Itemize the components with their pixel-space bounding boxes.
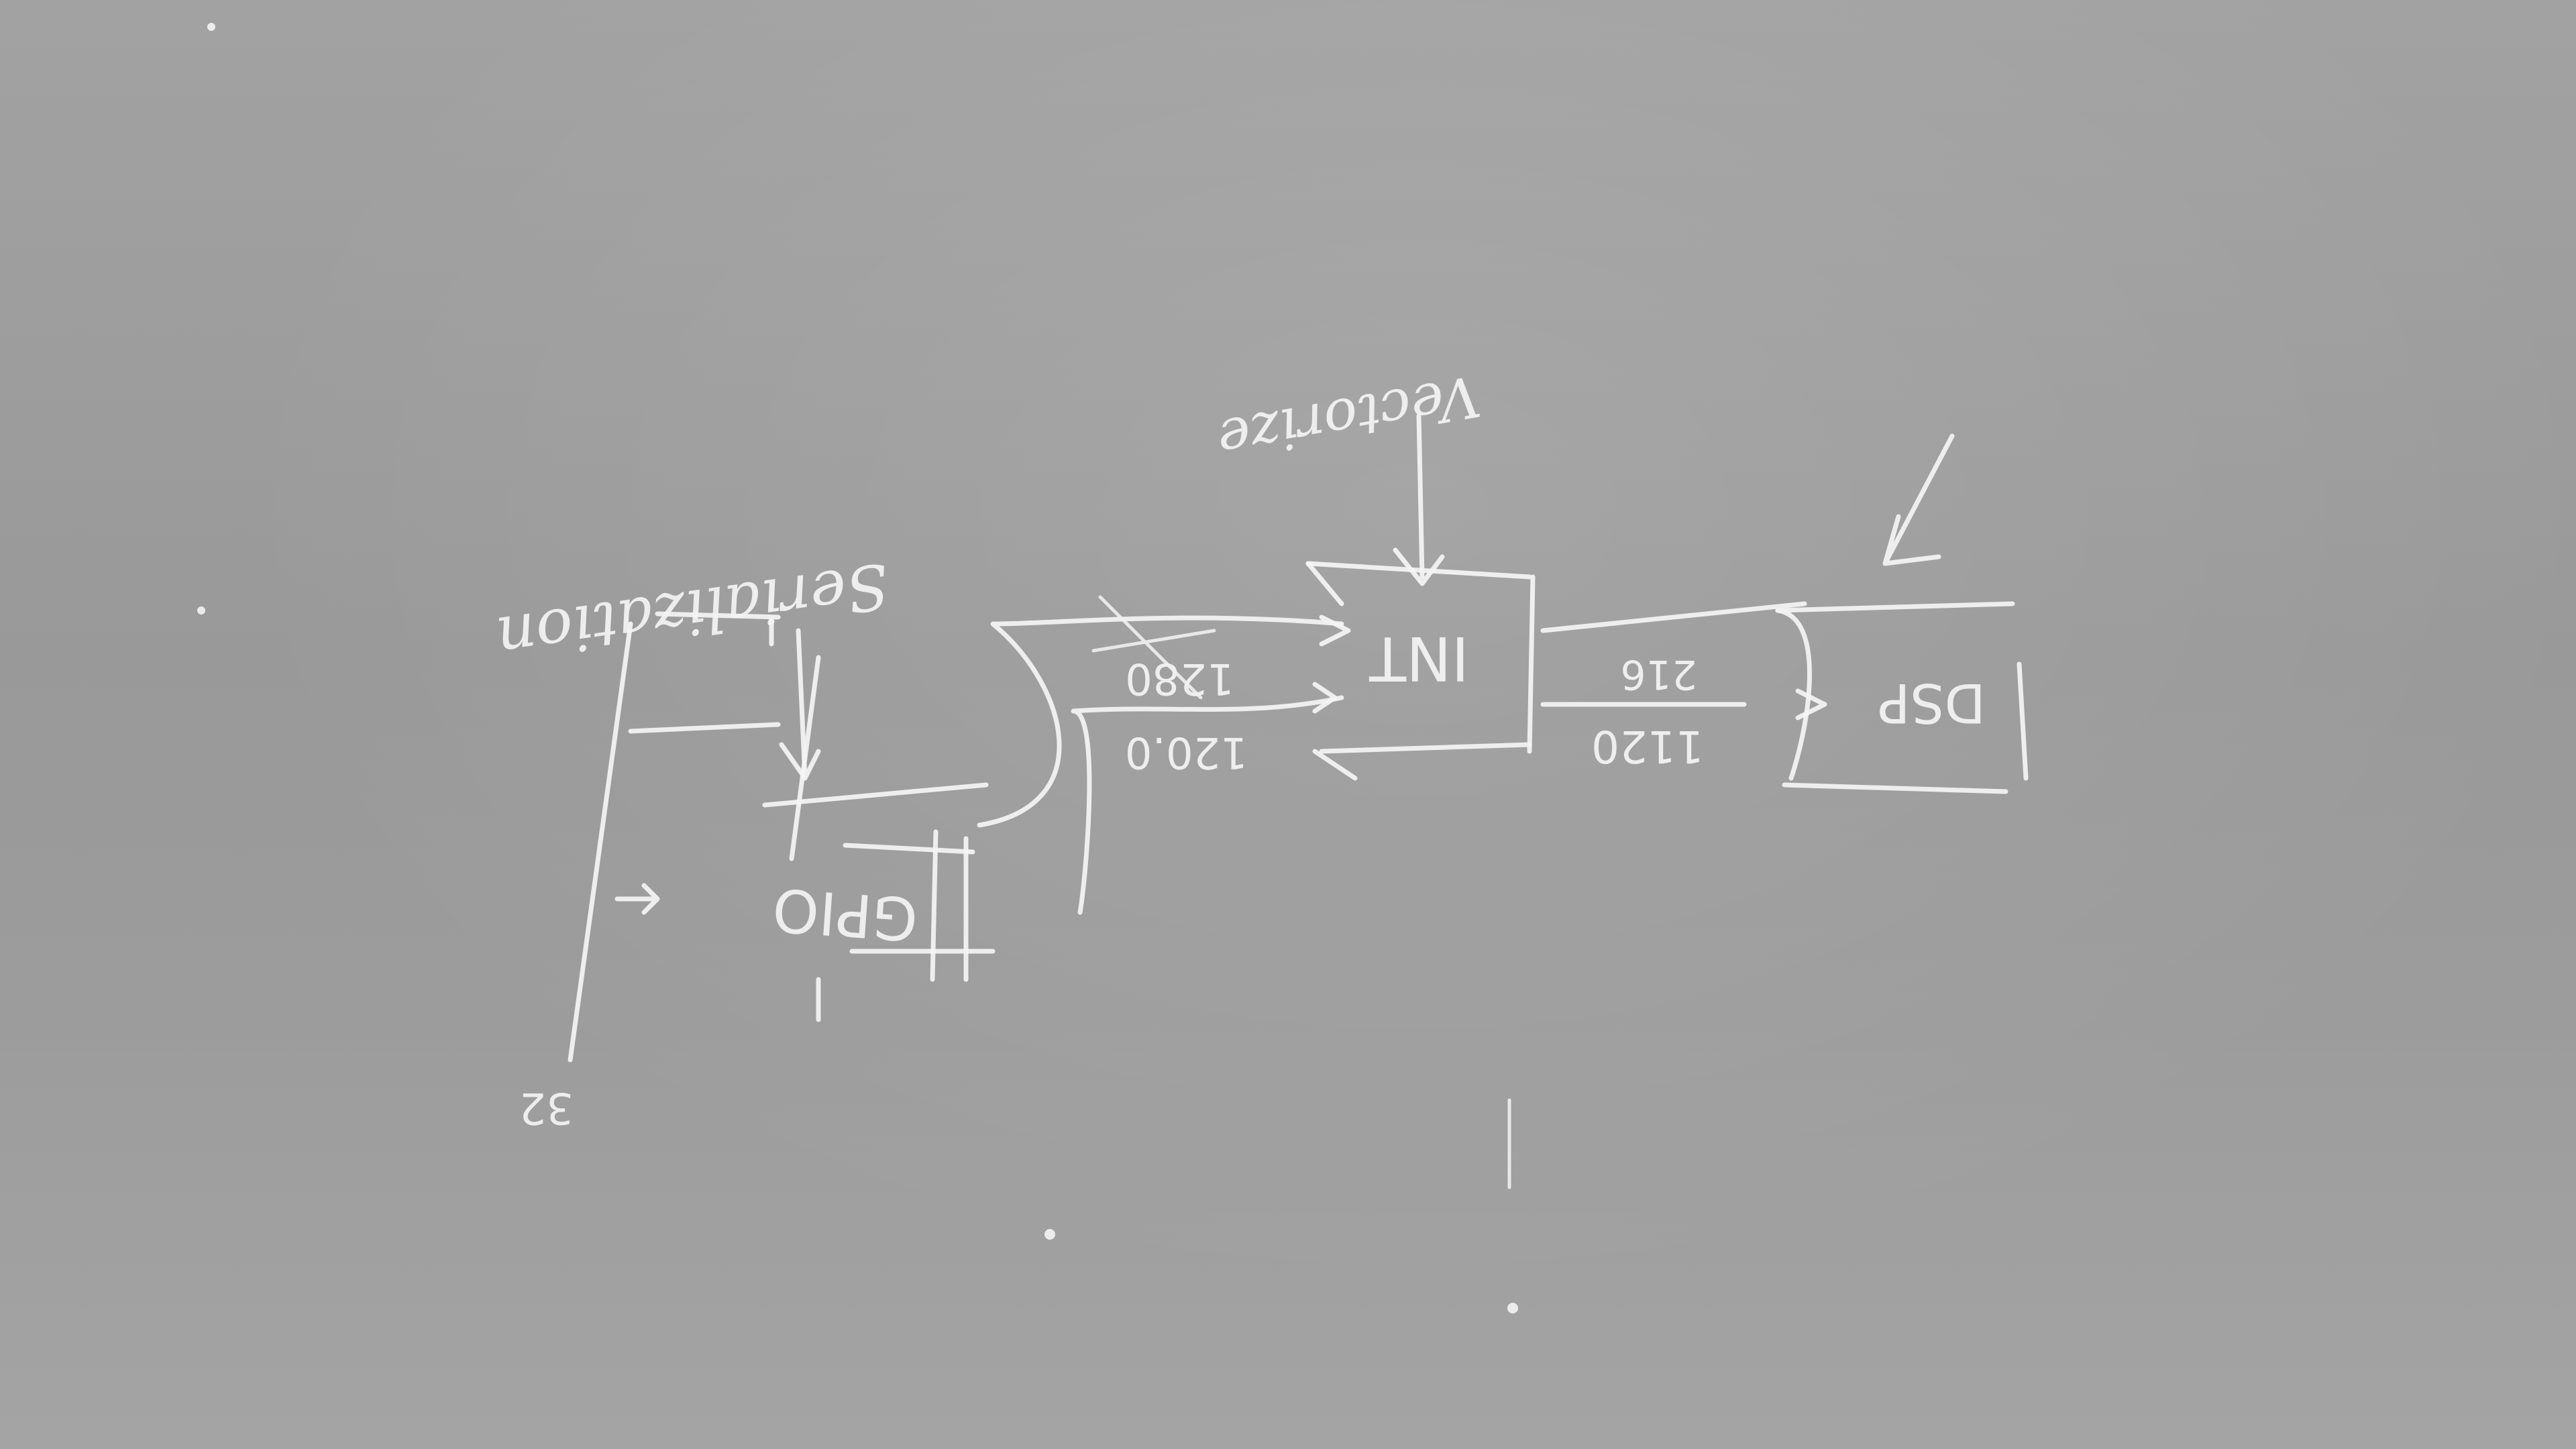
gpio-label: GPIO: [770, 875, 920, 954]
int-top: [1319, 742, 1532, 754]
left-number-label: 32: [519, 1083, 574, 1132]
vectorize-annotation: Vectorize: [1212, 362, 1485, 586]
serialization-label: Serialization: [492, 549, 894, 675]
dust-speck: [1507, 1303, 1518, 1313]
link-int-dsp-upper: [1540, 601, 1807, 633]
link-gpio-int: 1280 120.0: [977, 595, 1351, 915]
dsp-label: DSP: [1878, 672, 1986, 734]
int-bottom: [1305, 561, 1532, 580]
gpio-block-left: [930, 829, 969, 982]
serialization-arrow: [779, 628, 821, 781]
strike-through: [1091, 595, 1216, 700]
dsp-top: [1782, 782, 2008, 794]
serialization-underline: [762, 782, 989, 808]
link-arrow-top: [1319, 614, 1351, 647]
dust-speck: [197, 606, 205, 614]
link-int-dsp: 216 1120: [1540, 601, 1827, 772]
dsp-bottom: [1775, 601, 2015, 613]
rate-left-top-label: 216: [1620, 651, 1697, 698]
rate-mid-label: 120.0: [1125, 727, 1248, 777]
chalk-dust: [197, 23, 1518, 1313]
link-int-dsp-arrow: [1795, 688, 1827, 720]
serialization-annotation: Serialization: [492, 549, 989, 808]
dust-speck: [1044, 1229, 1055, 1240]
link-arrow-bottom: [1312, 682, 1338, 714]
dsp-block: DSP: [1775, 433, 2029, 794]
rate-left-label: 1120: [1591, 720, 1704, 772]
gpio-block: GPIO 32: [519, 611, 996, 1132]
link-lower-curve: [1071, 695, 1344, 915]
int-block: INT: [1305, 561, 1536, 781]
dsp-left-bar: [2017, 661, 2029, 781]
left-vertical-rail: [568, 621, 633, 1063]
int-right-bar: [1305, 561, 1358, 781]
upside-down-diagram: GPIO 32 Serialization 1280 120.0: [197, 23, 2029, 1313]
left-feed-arrow: [614, 883, 660, 915]
dust-speck: [207, 23, 215, 31]
gpio-input-arrow: [655, 611, 781, 647]
gpio-block-bottom: [843, 843, 975, 855]
link-upper-curve: [977, 615, 1344, 828]
int-left-divider: [1527, 574, 1536, 754]
dsp-right-curve: [1775, 608, 1812, 781]
dsp-input-arrow: [1882, 433, 1955, 566]
int-label: INT: [1368, 623, 1469, 693]
vectorize-label: Vectorize: [1212, 362, 1485, 473]
vectorize-arrow: [1393, 413, 1445, 586]
